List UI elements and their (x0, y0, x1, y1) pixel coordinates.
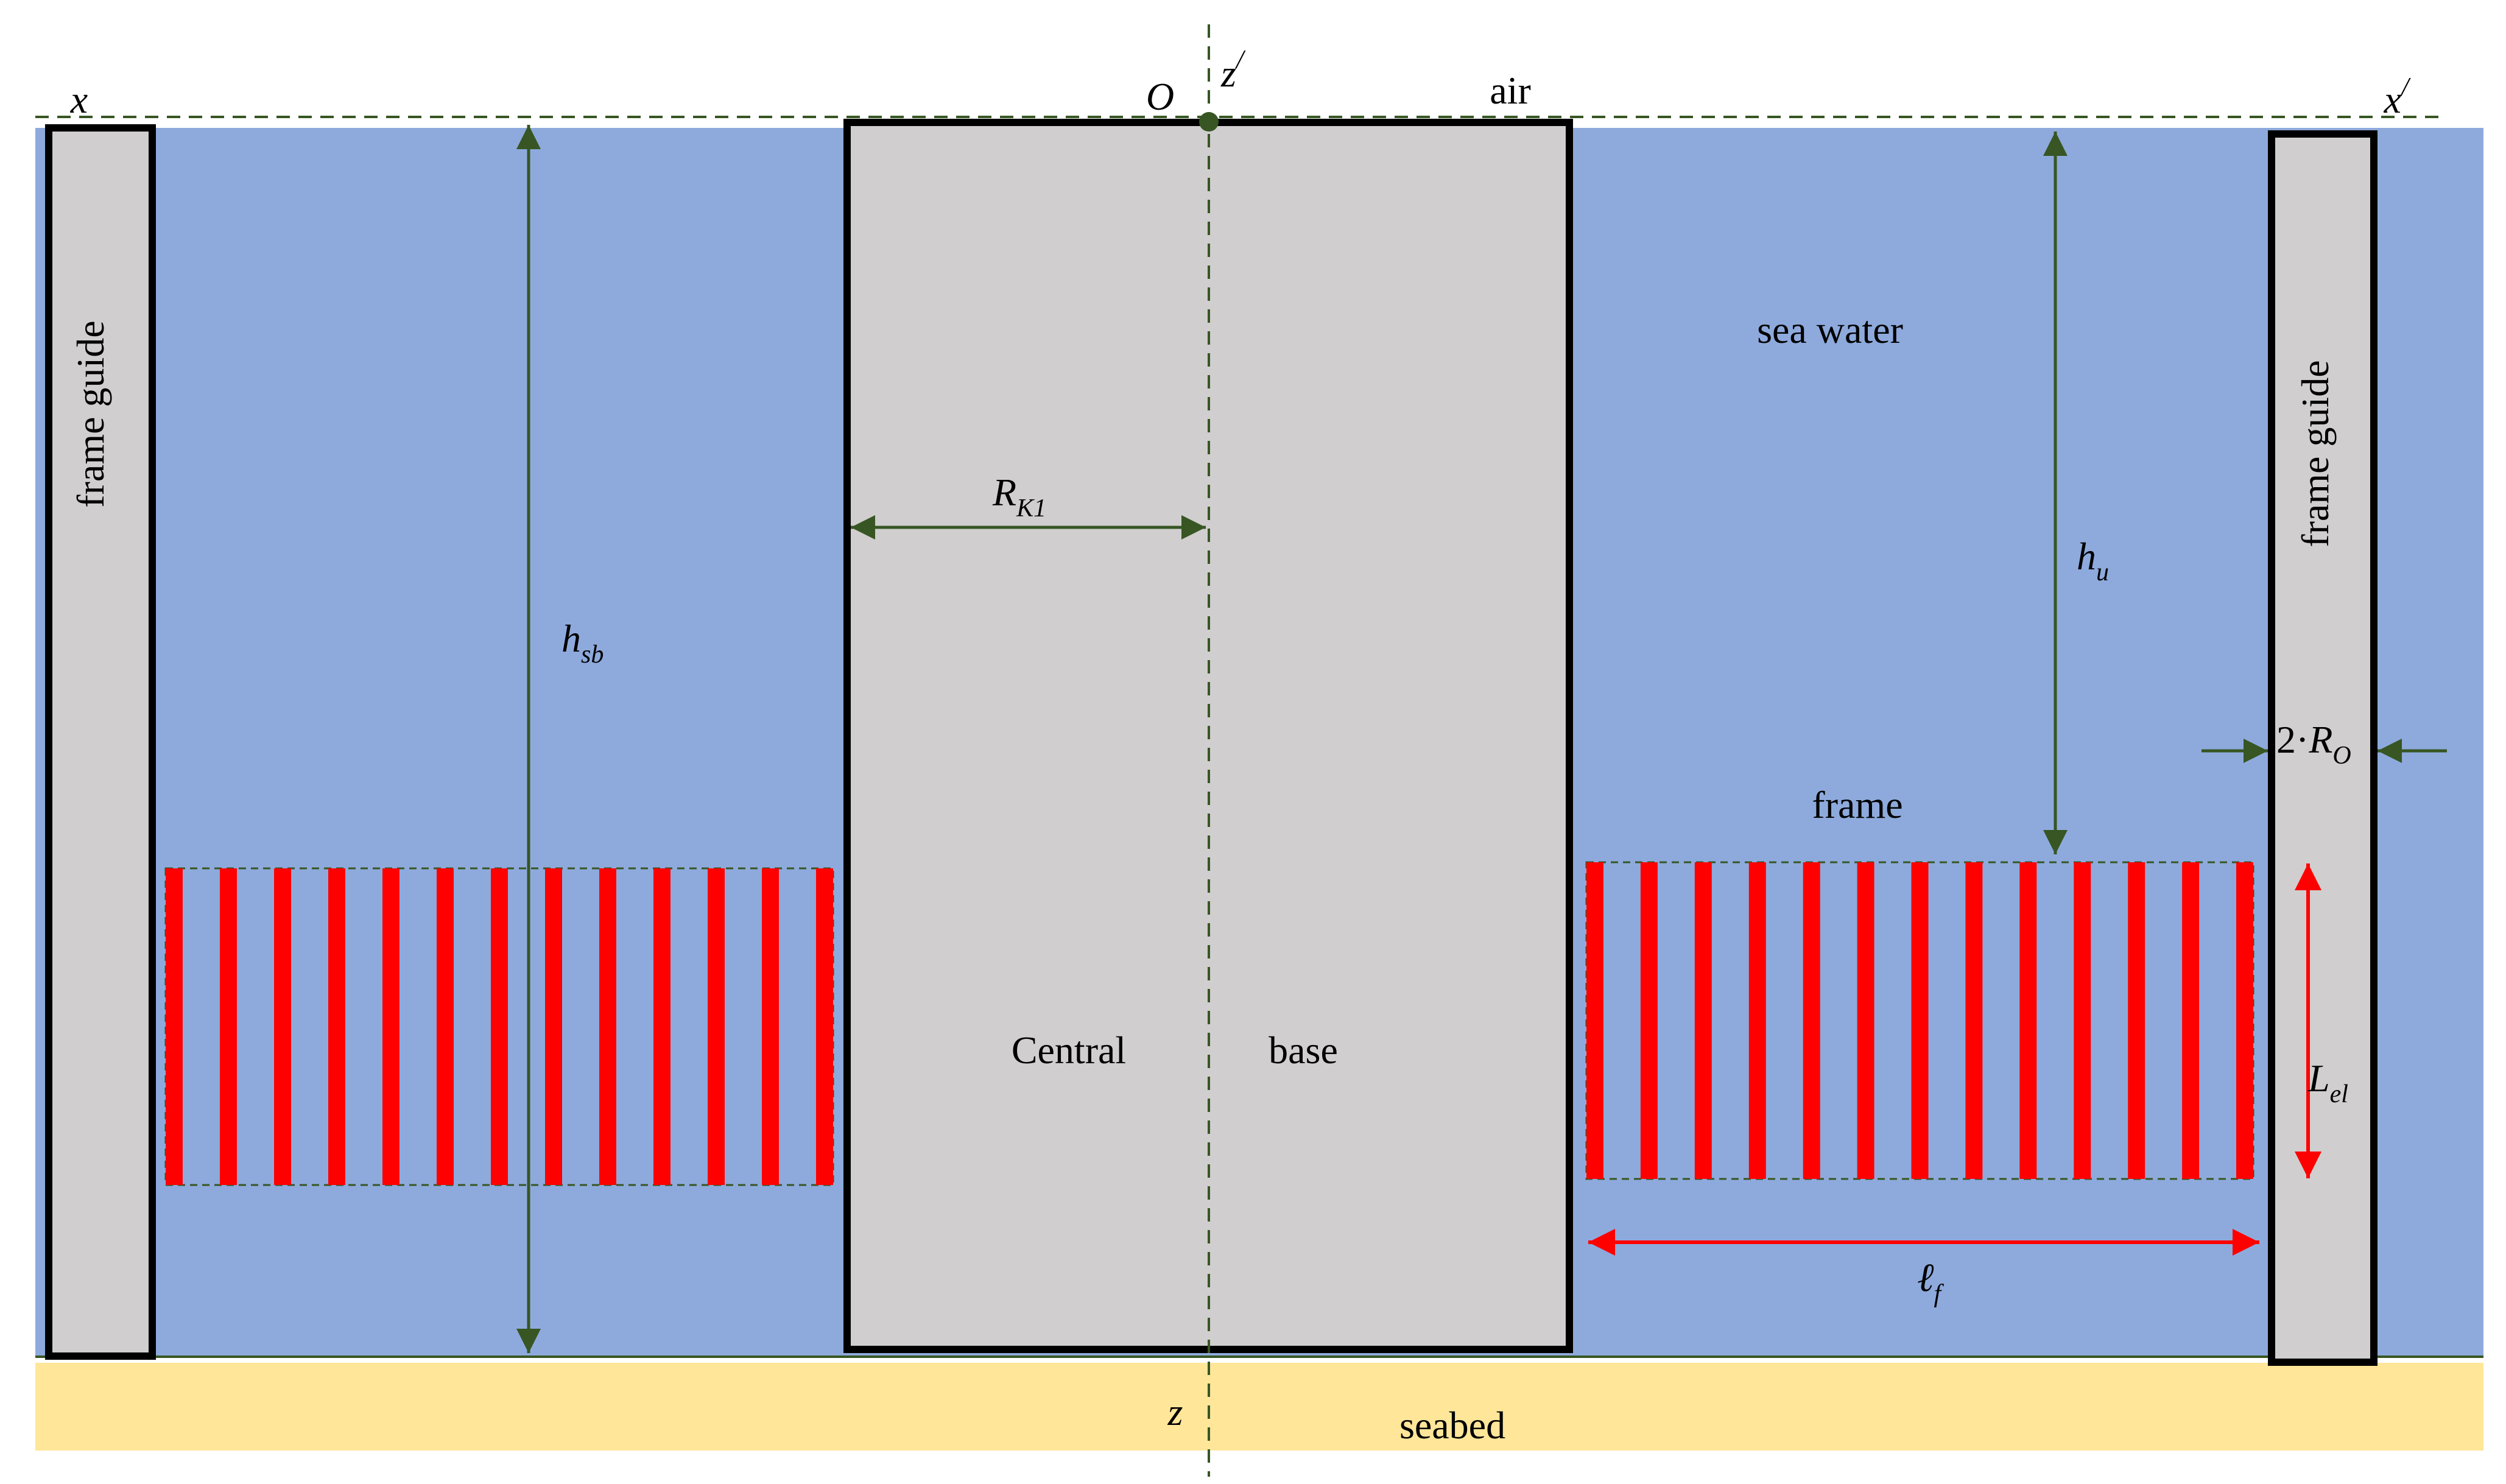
frame-left-bar (166, 868, 183, 1185)
air-label: air (1490, 69, 1531, 112)
h-sb-label: hsb (561, 617, 604, 669)
origin-label: O (1146, 75, 1174, 118)
frame-right-bar (1748, 862, 1766, 1179)
seabed-region (35, 1363, 2483, 1451)
r-k1-label: RK1 (992, 471, 1046, 522)
frame-right-bar (2236, 862, 2253, 1179)
frame-right-bar (1803, 862, 1820, 1179)
frame-guide-right-label: frame guide (2293, 360, 2337, 547)
l-el-label: Lel (2307, 1057, 2348, 1108)
frame-right-bar (2128, 862, 2145, 1179)
frame-label: frame (1812, 783, 1902, 826)
frame-left-bar (220, 868, 237, 1185)
frame-right-bar (1911, 862, 1929, 1179)
frame-right-bar (1857, 862, 1874, 1179)
frame-right-bar (1965, 862, 1983, 1179)
sea-water-label: sea water (1757, 308, 1903, 351)
frame-left-bar (274, 868, 291, 1185)
origin-point (1199, 112, 1219, 132)
frame-left-bar (328, 868, 345, 1185)
axis-z-prime-label: z/ (1220, 44, 1246, 95)
central-label: Central (1012, 1029, 1126, 1072)
frame-guide-left (45, 124, 156, 1360)
frame-guide-left-label: frame guide (69, 320, 112, 507)
seabed-label: seabed (1399, 1404, 1505, 1447)
frame-right-bar (1640, 862, 1658, 1179)
frame-left-bar (382, 868, 399, 1185)
axis-x-label: x (70, 78, 88, 121)
frame-left-bar (437, 868, 454, 1185)
two-ro-label: 2·RO (2276, 718, 2351, 770)
frame-left (164, 867, 834, 1186)
axis-z-label: z (1167, 1390, 1183, 1433)
base-label: base (1269, 1029, 1338, 1072)
frame-left-bar (708, 868, 725, 1185)
frame-right-bar (1586, 862, 1603, 1179)
frame-left-bar (762, 868, 779, 1185)
frame-left-bar (491, 868, 508, 1185)
frame-left-bar (599, 868, 616, 1185)
frame-right (1585, 861, 2254, 1180)
frame-right-bar (2074, 862, 2091, 1179)
h-u-label: hu (2077, 535, 2109, 586)
frame-right-bar (2019, 862, 2037, 1179)
frame-guide-right (2268, 130, 2378, 1366)
frame-left-bar (816, 868, 833, 1185)
frame-left-bar (653, 868, 670, 1185)
axis-x-prime-label: x/ (2384, 72, 2411, 121)
frame-right-bar (2182, 862, 2200, 1179)
frame-left-bar (545, 868, 562, 1185)
frame-right-bar (1694, 862, 1712, 1179)
